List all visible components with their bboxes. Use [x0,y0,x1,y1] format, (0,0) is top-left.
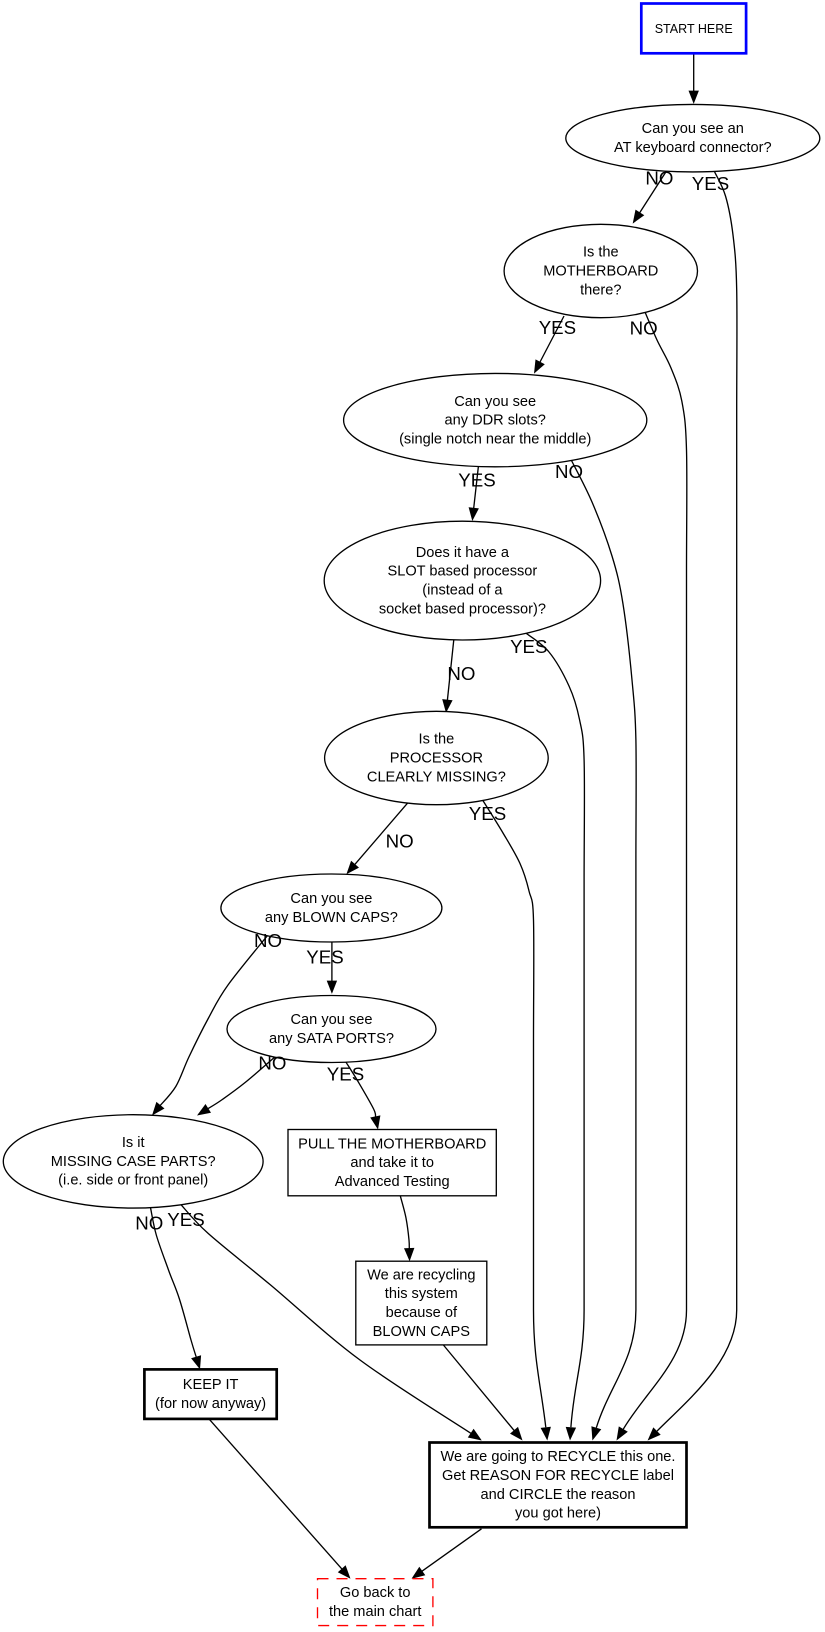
svg-text:(for now anyway): (for now anyway) [155,1396,266,1412]
svg-text:any DDR slots?: any DDR slots? [445,413,546,429]
svg-text:Is the: Is the [419,732,455,748]
svg-text:YES: YES [510,636,547,657]
svg-text:any BLOWN CAPS?: any BLOWN CAPS? [265,910,398,926]
svg-text:(single notch near the middle): (single notch near the middle) [399,431,591,447]
svg-text:(i.e. side or front panel): (i.e. side or front panel) [58,1173,208,1189]
svg-text:NO: NO [447,663,475,684]
svg-text:Can you see an: Can you see an [642,121,744,137]
svg-text:YES: YES [327,1063,364,1084]
svg-text:Is the: Is the [583,245,619,261]
svg-text:any SATA PORTS?: any SATA PORTS? [269,1031,394,1047]
svg-text:Get REASON FOR RECYCLE label: Get REASON FOR RECYCLE label [442,1468,674,1484]
svg-text:this system: this system [385,1286,458,1302]
svg-text:We are going to RECYCLE this o: We are going to RECYCLE this one. [441,1449,676,1465]
svg-text:and take it to: and take it to [350,1155,434,1171]
svg-text:YES: YES [167,1209,204,1230]
svg-text:there?: there? [580,282,621,298]
svg-text:the main chart: the main chart [329,1604,421,1620]
svg-text:NO: NO [135,1213,163,1234]
svg-text:BLOWN CAPS: BLOWN CAPS [373,1324,471,1340]
svg-text:YES: YES [469,803,506,824]
svg-text:NO: NO [258,1053,286,1074]
svg-text:PROCESSOR: PROCESSOR [390,751,483,767]
svg-text:YES: YES [692,173,729,194]
svg-text:PULL THE MOTHERBOARD: PULL THE MOTHERBOARD [298,1136,486,1152]
svg-text:NO: NO [555,461,583,482]
svg-text:NO: NO [645,168,673,189]
svg-text:socket based processor)?: socket based processor)? [379,601,546,617]
svg-text:NO: NO [630,318,658,339]
svg-text:you got here): you got here) [515,1506,601,1522]
svg-text:Can you see: Can you see [290,891,372,907]
svg-text:We are recycling: We are recycling [367,1267,475,1283]
svg-text:AT keyboard connector?: AT keyboard connector? [614,140,772,156]
svg-text:NO: NO [254,930,282,951]
svg-text:MOTHERBOARD: MOTHERBOARD [543,264,658,280]
svg-text:(instead of a: (instead of a [422,583,503,599]
svg-text:YES: YES [458,470,495,491]
svg-text:SLOT based processor: SLOT based processor [387,564,537,580]
svg-text:CLEARLY MISSING?: CLEARLY MISSING? [367,769,506,785]
svg-text:because of: because of [386,1305,458,1321]
svg-text:Can you see: Can you see [291,1012,373,1028]
svg-text:Does it have a: Does it have a [416,545,510,561]
svg-text:Advanced Testing: Advanced Testing [335,1174,450,1190]
svg-text:MISSING CASE PARTS?: MISSING CASE PARTS? [51,1154,216,1170]
svg-text:and CIRCLE the reason: and CIRCLE the reason [481,1487,636,1503]
svg-text:YES: YES [306,947,343,968]
svg-text:NO: NO [386,830,414,851]
svg-text:START HERE: START HERE [655,21,733,36]
svg-text:KEEP IT: KEEP IT [183,1377,239,1393]
svg-text:YES: YES [539,317,576,338]
svg-text:Can you see: Can you see [454,394,536,410]
svg-text:Go back to: Go back to [340,1585,411,1601]
svg-text:Is it: Is it [122,1135,145,1151]
